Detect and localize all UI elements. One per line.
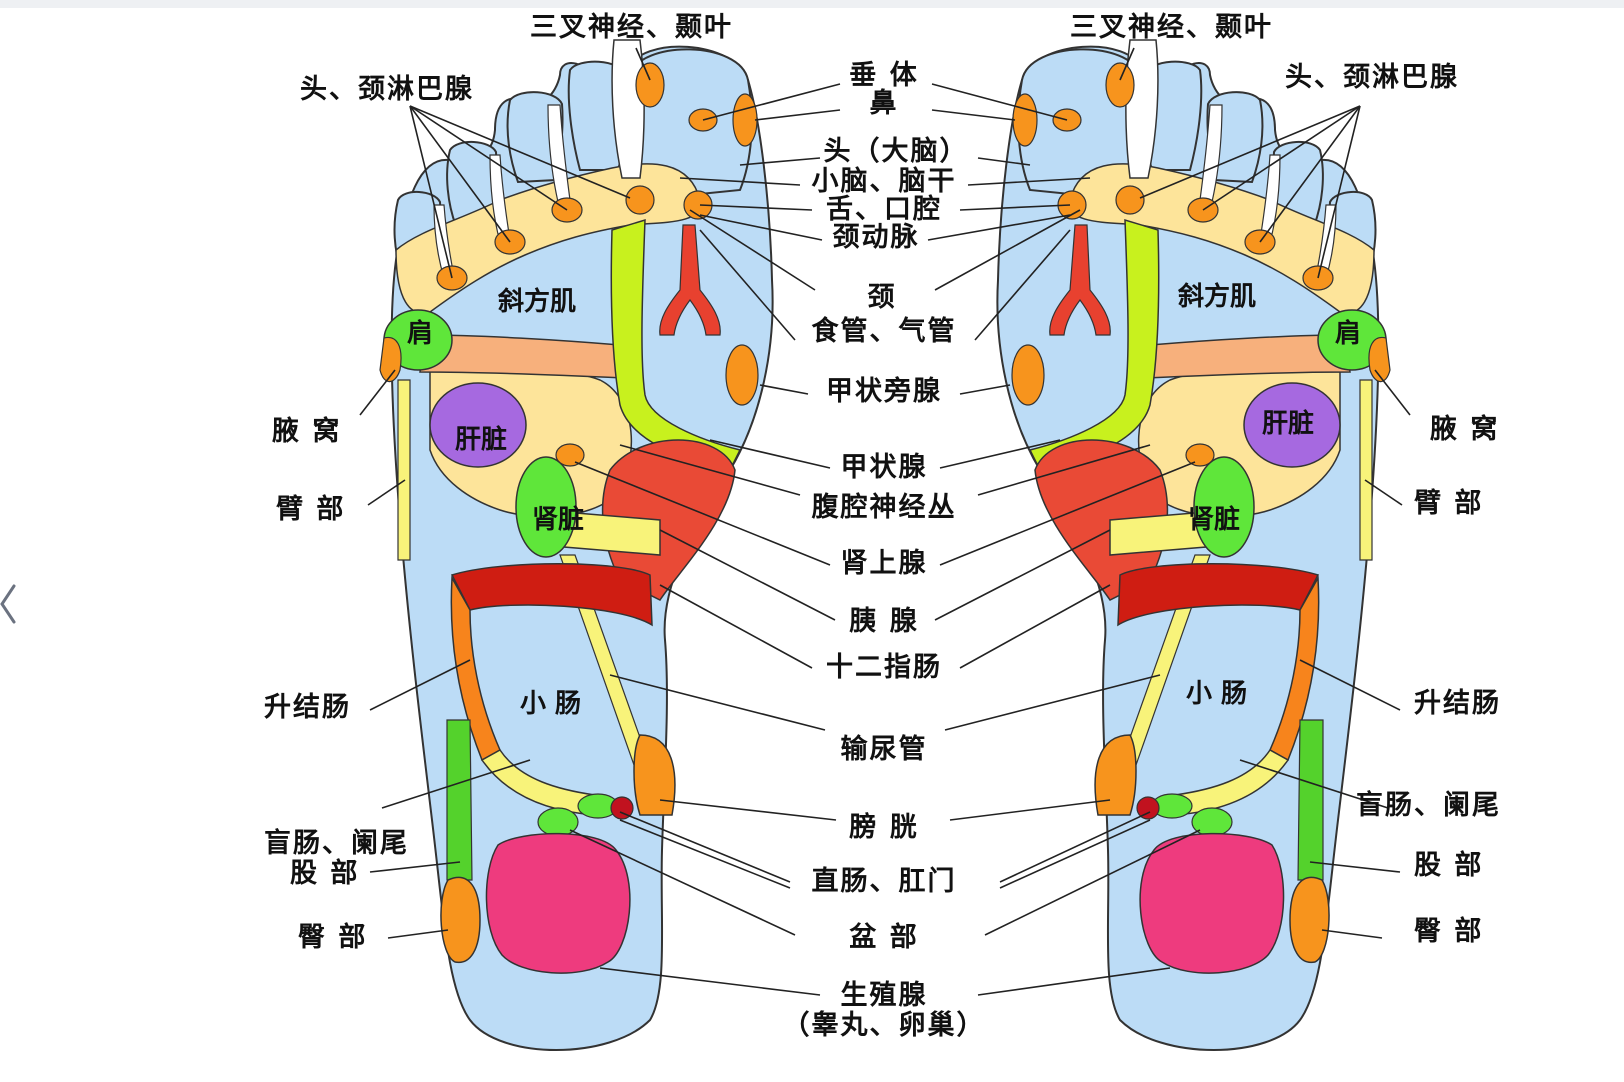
label-esophagus: 食管、气管 xyxy=(812,315,957,347)
label-small-intestine-left: 小 肠 xyxy=(520,689,581,719)
label-celiac-plexus: 腹腔神经丛 xyxy=(811,491,957,523)
label-trapezius-right: 斜方肌 xyxy=(1177,281,1256,312)
label-thyroid: 甲状腺 xyxy=(841,452,928,483)
label-lymph-right: 头、颈淋巴腺 xyxy=(1285,62,1459,93)
label-axilla-left: 腋 窝 xyxy=(272,415,341,447)
label-head-brain: 头（大脑） xyxy=(824,136,969,167)
label-pelvis: 盆 部 xyxy=(849,921,918,953)
label-shoulder-right: 肩 xyxy=(1335,318,1361,349)
label-kidney-right: 肾脏 xyxy=(1188,504,1240,535)
label-buttock-left: 臀 部 xyxy=(298,921,367,953)
label-trigeminal-right: 三叉神经、颞叶 xyxy=(1070,11,1273,43)
label-ureter: 输尿管 xyxy=(841,733,928,765)
label-kidney-left: 肾脏 xyxy=(532,504,584,535)
label-lymph-left: 头、颈淋巴腺 xyxy=(300,74,474,105)
label-duodenum: 十二指肠 xyxy=(826,652,942,683)
label-ascending-colon-left: 升结肠 xyxy=(264,692,351,723)
label-rectum-anus: 直肠、肛门 xyxy=(812,866,957,897)
label-cecum-right: 盲肠、阑尾 xyxy=(1356,789,1501,821)
leader-lines-left xyxy=(359,47,841,996)
label-pituitary: 垂 体 xyxy=(849,60,918,91)
label-trigeminal-left: 三叉神经、颞叶 xyxy=(530,11,733,43)
label-shoulder-left: 肩 xyxy=(407,318,433,349)
label-adrenal: 肾上腺 xyxy=(841,548,928,579)
label-pancreas: 胰 腺 xyxy=(849,606,918,637)
right-foot xyxy=(996,39,1391,1051)
label-arm-right: 臂 部 xyxy=(1414,487,1483,519)
label-liver-left: 肝脏 xyxy=(455,424,507,455)
label-neck: 颈 xyxy=(868,282,897,313)
label-arm-left: 臂 部 xyxy=(276,493,345,525)
label-cerebellum: 小脑、脑干 xyxy=(812,166,957,197)
label-femur-right: 股 部 xyxy=(1414,849,1483,881)
label-parathyroid: 甲状旁腺 xyxy=(826,375,942,407)
top-strip xyxy=(0,0,1624,8)
label-tongue-mouth: 舌、口腔 xyxy=(826,194,942,225)
label-gonad-sub: （睾丸、卵巢） xyxy=(783,1010,986,1041)
left-foot xyxy=(379,39,774,1051)
label-liver-right: 肝脏 xyxy=(1262,408,1314,439)
label-trapezius-left: 斜方肌 xyxy=(497,286,576,317)
label-carotid: 颈动脉 xyxy=(833,222,920,253)
leader-lines-right xyxy=(927,47,1411,996)
label-axilla-right: 腋 窝 xyxy=(1430,413,1499,445)
label-ascending-colon-right: 升结肠 xyxy=(1414,688,1501,719)
label-nose: 鼻 xyxy=(870,88,899,119)
label-gonad: 生殖腺 xyxy=(841,980,928,1011)
label-femur-left: 股 部 xyxy=(290,857,359,889)
label-bladder: 膀 胱 xyxy=(848,811,918,843)
label-cecum-left: 盲肠、阑尾 xyxy=(264,827,409,859)
label-buttock-right: 臀 部 xyxy=(1414,915,1483,947)
label-small-intestine-right: 小 肠 xyxy=(1186,679,1247,709)
chevron-left-icon[interactable] xyxy=(0,584,16,624)
